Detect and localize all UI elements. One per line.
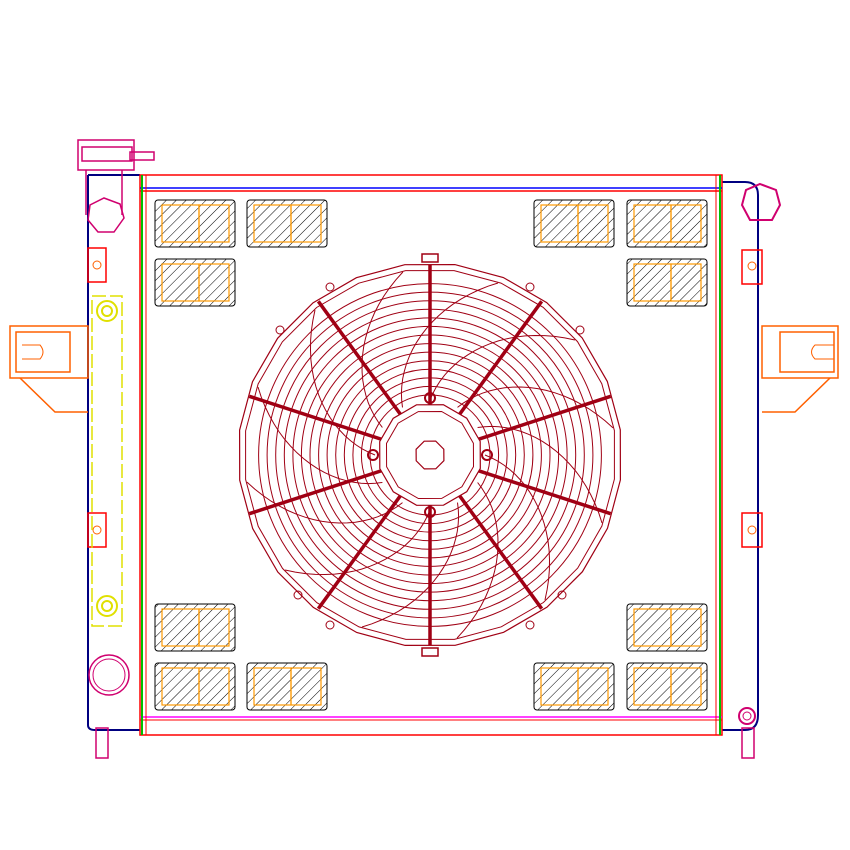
overflow-nipple bbox=[129, 151, 155, 161]
fan-blade-edge bbox=[477, 425, 603, 524]
hub-bolt bbox=[367, 449, 379, 461]
shroud-mount-hole bbox=[575, 325, 585, 335]
shroud-tab bbox=[421, 253, 439, 263]
trans-cooler bbox=[91, 295, 123, 627]
fan-spoke bbox=[248, 468, 383, 516]
panel-fin bbox=[198, 667, 230, 706]
hatched-panel bbox=[246, 199, 328, 248]
mount-tab bbox=[87, 512, 107, 548]
side-bracket-right bbox=[761, 325, 839, 379]
right-hex-fitting bbox=[740, 182, 782, 221]
outlet-neck bbox=[88, 654, 130, 696]
hatched-panel bbox=[154, 258, 236, 307]
fan-blade-edge bbox=[361, 502, 460, 628]
shroud-mount-hole bbox=[293, 590, 303, 600]
fan-blade-edge bbox=[429, 334, 576, 401]
fan-spoke bbox=[316, 300, 403, 416]
panel-fin bbox=[198, 608, 230, 647]
electric-fan bbox=[238, 253, 622, 657]
fan-blade-edge bbox=[456, 482, 499, 639]
shroud-mount-hole bbox=[525, 282, 535, 292]
hatched-panels bbox=[154, 199, 708, 711]
hatched-panel bbox=[533, 199, 615, 248]
panel-hatch bbox=[533, 199, 615, 248]
panel-hatch bbox=[154, 258, 236, 307]
hub-bolt bbox=[424, 506, 436, 518]
shroud-mount-hole bbox=[325, 282, 335, 292]
fan-blade-edge bbox=[284, 509, 431, 576]
fan-shroud bbox=[238, 263, 622, 647]
hatched-panel bbox=[246, 662, 328, 711]
hatched-panel bbox=[626, 258, 708, 307]
fan-blade-edge bbox=[457, 386, 614, 429]
panel-fin bbox=[670, 667, 702, 706]
cooler-fitting bbox=[96, 300, 118, 322]
fan-spoke bbox=[477, 394, 612, 442]
mount-tab bbox=[741, 512, 763, 548]
right-tank bbox=[722, 181, 839, 759]
left-tank bbox=[9, 139, 155, 759]
fan-blade-edge bbox=[257, 386, 383, 485]
panel-hatch bbox=[154, 662, 236, 711]
panel-fin bbox=[577, 204, 609, 243]
shroud-mount-hole bbox=[325, 620, 335, 630]
cooler-fitting bbox=[96, 595, 118, 617]
panel-hatch bbox=[626, 662, 708, 711]
drain-plug bbox=[738, 707, 756, 725]
panel-hatch bbox=[246, 199, 328, 248]
hatched-panel bbox=[154, 603, 236, 652]
shroud-mount-hole bbox=[525, 620, 535, 630]
fan-hub bbox=[379, 404, 481, 506]
hatched-panel bbox=[626, 199, 708, 248]
fan-blade-edge bbox=[246, 481, 403, 524]
drain-peg bbox=[95, 727, 109, 759]
hatched-panel bbox=[533, 662, 615, 711]
fan-blade-edge bbox=[484, 454, 551, 601]
fan-spoke bbox=[316, 494, 403, 610]
mount-tab bbox=[87, 247, 107, 283]
hatched-panel bbox=[626, 603, 708, 652]
panel-hatch bbox=[626, 603, 708, 652]
fan-spoke bbox=[457, 300, 544, 416]
panel-hatch bbox=[246, 662, 328, 711]
panel-hatch bbox=[626, 199, 708, 248]
panel-hatch bbox=[626, 258, 708, 307]
inlet-hex bbox=[87, 197, 125, 233]
panel-fin bbox=[670, 204, 702, 243]
filler-cap bbox=[77, 139, 135, 171]
panel-fin bbox=[670, 608, 702, 647]
drain-peg bbox=[741, 727, 755, 759]
shroud-mount-hole bbox=[275, 325, 285, 335]
fan-blade-edge bbox=[400, 282, 499, 408]
shroud-tab bbox=[421, 647, 439, 657]
panel-hatch bbox=[533, 662, 615, 711]
core-frame bbox=[139, 174, 723, 736]
hub-bolt bbox=[481, 449, 493, 461]
hub-bolt bbox=[424, 392, 436, 404]
hatched-panel bbox=[154, 662, 236, 711]
panel-fin bbox=[290, 667, 322, 706]
panel-fin bbox=[198, 204, 230, 243]
panel-fin bbox=[290, 204, 322, 243]
hatched-panel bbox=[154, 199, 236, 248]
side-bracket-left bbox=[9, 325, 89, 379]
fan-spoke bbox=[248, 394, 383, 442]
fan-spoke bbox=[477, 468, 612, 516]
fan-shroud-inner bbox=[245, 270, 615, 640]
shroud-mount-hole bbox=[557, 590, 567, 600]
hatched-panel bbox=[626, 662, 708, 711]
panel-fin bbox=[670, 263, 702, 302]
fan-blade-edge bbox=[309, 309, 376, 456]
fan-hub-inner bbox=[385, 410, 475, 500]
fan-spoke bbox=[457, 494, 544, 610]
panel-fin bbox=[577, 667, 609, 706]
fan-motor-nut bbox=[415, 440, 445, 470]
panel-hatch bbox=[154, 603, 236, 652]
mount-tab bbox=[741, 249, 763, 285]
panel-hatch bbox=[154, 199, 236, 248]
panel-fin bbox=[198, 263, 230, 302]
fan-blade-edge bbox=[361, 271, 404, 428]
